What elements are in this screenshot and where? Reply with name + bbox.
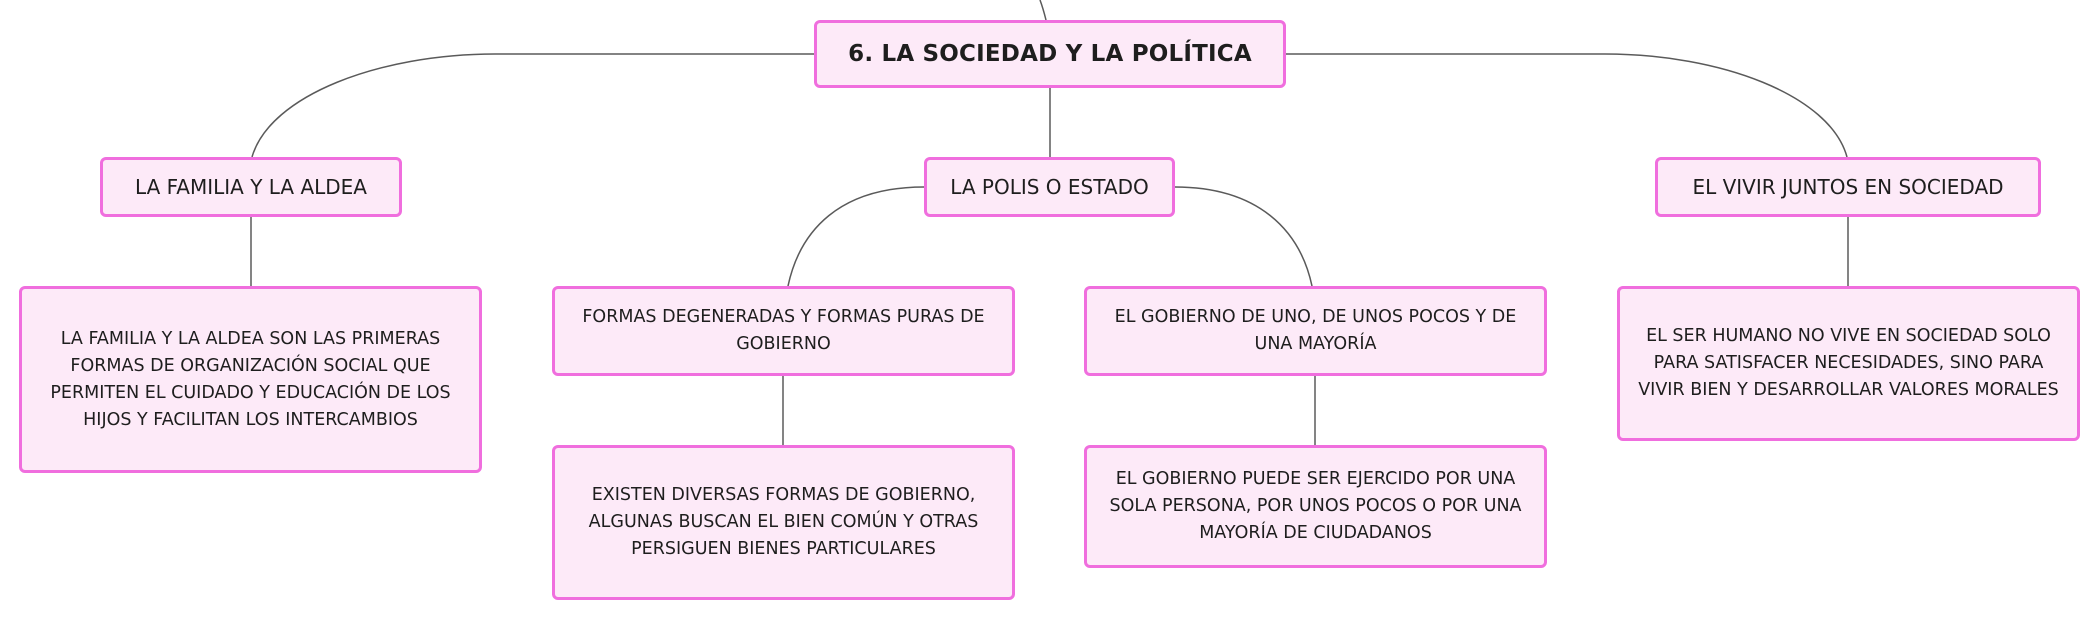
subtopic-text-gobierno-description: EL GOBIERNO PUEDE SER EJERCIDO POR UNA S… [1109, 469, 1522, 543]
topic-label-familia: LA FAMILIA Y LA ALDEA [135, 175, 367, 199]
topic-node-polis[interactable]: LA POLIS O ESTADO [924, 157, 1175, 217]
subtopic-node-familia-description[interactable]: LA FAMILIA Y LA ALDEA SON LAS PRIMERAS F… [19, 286, 482, 473]
subtopic-text-vivir-description: EL SER HUMANO NO VIVE EN SOCIEDAD SOLO P… [1638, 326, 2059, 400]
connector-root-incoming [1039, 0, 1047, 21]
subtopic-label-gobierno: EL GOBIERNO DE UNO, DE UNOS POCOS Y DE U… [1114, 307, 1517, 354]
subtopic-node-formas-description[interactable]: EXISTEN DIVERSAS FORMAS DE GOBIERNO, ALG… [552, 445, 1015, 600]
connector-root-to-vivir [1286, 53, 1848, 158]
subtopic-label-formas: FORMAS DEGENERADAS Y FORMAS PURAS DE GOB… [582, 307, 985, 354]
connector-polis-to-formas [787, 186, 925, 287]
connector-polis-to-gobierno [1174, 186, 1313, 287]
subtopic-text-formas-description: EXISTEN DIVERSAS FORMAS DE GOBIERNO, ALG… [588, 485, 979, 559]
connector-root-to-familia [251, 53, 814, 158]
topic-node-vivir[interactable]: EL VIVIR JUNTOS EN SOCIEDAD [1655, 157, 2041, 217]
topic-node-familia[interactable]: LA FAMILIA Y LA ALDEA [100, 157, 402, 217]
topic-label-polis: LA POLIS O ESTADO [950, 175, 1149, 199]
subtopic-node-formas[interactable]: FORMAS DEGENERADAS Y FORMAS PURAS DE GOB… [552, 286, 1015, 376]
subtopic-node-gobierno[interactable]: EL GOBIERNO DE UNO, DE UNOS POCOS Y DE U… [1084, 286, 1547, 376]
subtopic-text-familia-description: LA FAMILIA Y LA ALDEA SON LAS PRIMERAS F… [50, 328, 451, 430]
subtopic-node-gobierno-description[interactable]: EL GOBIERNO PUEDE SER EJERCIDO POR UNA S… [1084, 445, 1547, 568]
subtopic-node-vivir-description[interactable]: EL SER HUMANO NO VIVE EN SOCIEDAD SOLO P… [1617, 286, 2080, 441]
topic-label-vivir: EL VIVIR JUNTOS EN SOCIEDAD [1692, 175, 2004, 199]
root-topic-node[interactable]: 6. LA SOCIEDAD Y LA POLÍTICA [814, 20, 1286, 88]
root-topic-label: 6. LA SOCIEDAD Y LA POLÍTICA [848, 41, 1252, 67]
